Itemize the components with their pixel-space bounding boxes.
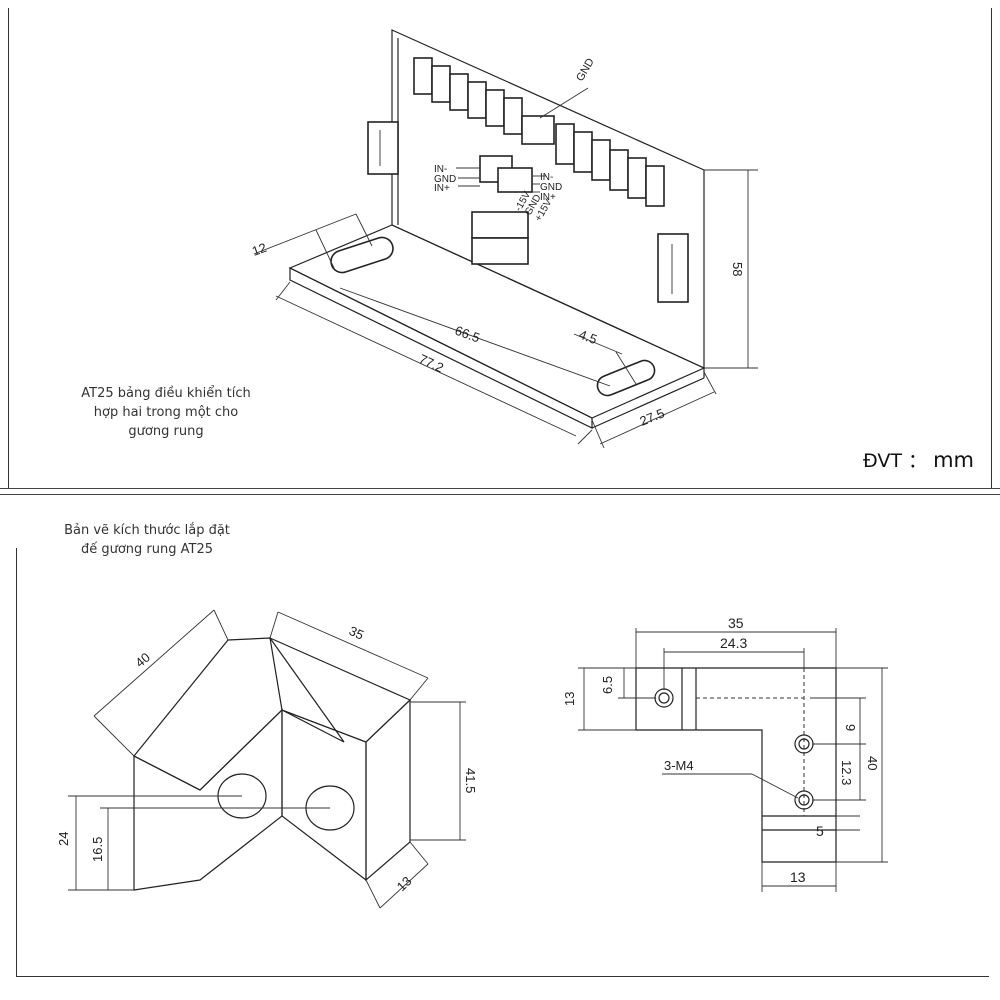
m4-hole-2 (794, 734, 814, 754)
bottom-panel-frame (16, 548, 989, 977)
panel-separator-2 (0, 494, 1000, 495)
dim-base-e: 16.5 (90, 837, 105, 862)
unit-label: ĐVT ：mm (863, 446, 974, 473)
mounting-slot-left (330, 236, 394, 274)
dim-base-b: 35 (347, 623, 366, 643)
dim-plan-hole-pitch: 12.3 (839, 760, 854, 785)
unit-label-text: ĐVT ： (863, 450, 928, 472)
m4-hole-3 (794, 790, 814, 810)
side-module-right (657, 233, 689, 303)
dim-depth: 27.5 (638, 405, 667, 428)
pin-label-gnd-right: GND (540, 182, 562, 193)
connector-row-upper (413, 57, 665, 207)
pin-label-in-plus-right: IN+ (540, 192, 556, 203)
unit-value: mm (933, 448, 974, 472)
dim-height: 58 (730, 262, 745, 276)
dim-plan-hole-span: 24.3 (720, 635, 747, 651)
pin-label-gnd-top: GND (574, 56, 597, 83)
pin-label-in-minus-left: IN- (434, 164, 447, 175)
m4-hole-1 (654, 688, 674, 708)
callout-3-m4: 3-M4 (664, 758, 694, 773)
pin-label-gnd-left: GND (434, 174, 456, 185)
base-top-face-right (269, 637, 412, 743)
power-connector (471, 211, 529, 239)
dim-plan-bottom-width: 13 (790, 869, 806, 885)
base-front-face-left (133, 708, 283, 891)
caption-board: AT25 bảng điều khiển tích hợp hai trong … (81, 386, 251, 439)
base-plan-drawing: 35 24.3 13 6.5 9 12.3 40 5 (562, 615, 888, 892)
signal-connector-right (497, 167, 533, 193)
dim-plan-left-height: 13 (562, 692, 577, 706)
mounting-slot-right (596, 359, 656, 397)
dim-slot-end: 4.5 (577, 327, 599, 347)
dim-slot-width: 12 (250, 240, 269, 259)
panel-separator (0, 488, 1000, 489)
dim-plan-total-width: 35 (728, 615, 744, 631)
base-isometric-drawing: 40 35 41.5 24 16.5 13 (56, 609, 478, 909)
base-top-face-left (133, 637, 345, 791)
caption-base: Bản vẽ kích thước lắp đặt đế gương rung … (64, 523, 230, 557)
dim-slot-spacing: 66.5 (453, 323, 482, 346)
base-side-face (365, 698, 411, 882)
pin-label-in-minus-right: IN- (540, 172, 553, 183)
base-front-face-right (281, 709, 367, 882)
dim-plan-bottom-step: 5 (816, 823, 824, 839)
dim-base-d: 24 (56, 832, 71, 846)
dim-base-c: 41.5 (463, 768, 478, 793)
dim-plan-hole-offset: 6.5 (600, 676, 615, 694)
side-module-left (367, 121, 399, 175)
pin-label-in-plus-left: IN+ (434, 183, 450, 194)
dim-plan-right-top: 9 (843, 724, 858, 731)
control-board-drawing: GND IN- GND IN+ IN- GND IN+ -15V GND +15 (250, 29, 758, 449)
dim-plan-total-height: 40 (865, 756, 880, 770)
dim-base-f: 13 (394, 873, 415, 894)
